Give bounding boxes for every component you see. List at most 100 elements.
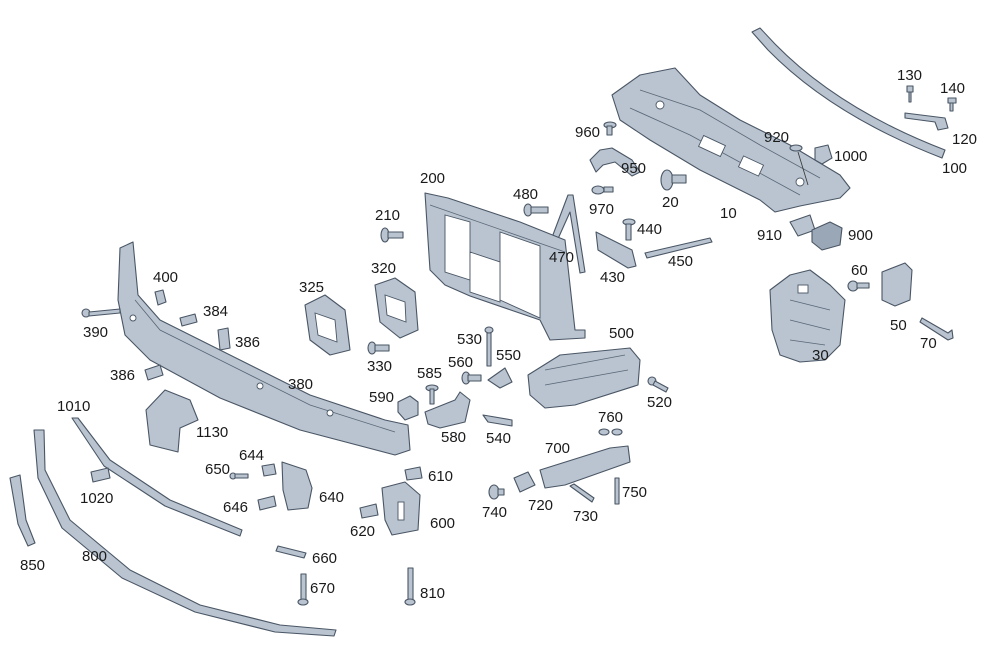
label-430: 430 xyxy=(600,269,625,286)
part-750-bolt[interactable] xyxy=(614,477,620,505)
part-910-bracket[interactable] xyxy=(789,214,816,237)
part-660-strip[interactable] xyxy=(275,545,307,559)
label-960: 960 xyxy=(575,124,600,141)
label-390: 390 xyxy=(83,324,108,341)
part-1020-sleeve[interactable] xyxy=(90,467,111,483)
label-210: 210 xyxy=(375,207,400,224)
part-70-bolt[interactable] xyxy=(919,317,954,341)
part-120-bracket[interactable] xyxy=(904,112,949,131)
label-320: 320 xyxy=(371,260,396,277)
part-600-bracket[interactable] xyxy=(381,481,421,536)
label-610: 610 xyxy=(428,468,453,485)
label-670: 670 xyxy=(310,580,335,597)
part-100-upper-rail[interactable] xyxy=(751,27,946,159)
label-920: 920 xyxy=(764,129,789,146)
part-970-fastener[interactable] xyxy=(591,185,614,195)
label-800: 800 xyxy=(82,548,107,565)
part-130-bolt[interactable] xyxy=(906,85,914,103)
label-100: 100 xyxy=(942,160,967,177)
part-390-bolt[interactable] xyxy=(81,308,121,318)
part-325-bracket[interactable] xyxy=(304,294,351,356)
label-540: 540 xyxy=(486,430,511,447)
label-720: 720 xyxy=(528,497,553,514)
part-560-bolt[interactable] xyxy=(461,371,482,385)
label-620: 620 xyxy=(350,523,375,540)
part-590-module[interactable] xyxy=(397,395,419,421)
part-720-clip[interactable] xyxy=(513,471,536,493)
part-20-clip[interactable] xyxy=(660,169,687,191)
label-560: 560 xyxy=(448,354,473,371)
part-730-bolt[interactable] xyxy=(569,483,595,503)
part-1130-bracket[interactable] xyxy=(145,389,199,453)
label-30: 30 xyxy=(812,347,829,364)
label-50: 50 xyxy=(890,317,907,334)
part-10-carrier-panel[interactable] xyxy=(611,67,851,213)
part-400-cap[interactable] xyxy=(154,289,167,306)
part-60-bolt[interactable] xyxy=(847,280,870,292)
part-620-sleeve[interactable] xyxy=(359,503,379,519)
part-1000-clip[interactable] xyxy=(814,144,833,165)
part-430-bracket[interactable] xyxy=(595,231,637,269)
label-140: 140 xyxy=(940,80,965,97)
part-50-bracket[interactable] xyxy=(881,262,913,307)
label-60: 60 xyxy=(851,262,868,279)
label-130: 130 xyxy=(897,67,922,84)
label-386-upper: 386 xyxy=(235,334,260,351)
part-920-stud[interactable] xyxy=(789,144,809,186)
part-810-bolt[interactable] xyxy=(404,567,416,606)
part-450-rod[interactable] xyxy=(644,237,713,259)
part-700-bracket[interactable] xyxy=(539,445,631,489)
label-386-lower: 386 xyxy=(110,367,135,384)
label-384: 384 xyxy=(203,303,228,320)
part-30-bracket-assembly[interactable] xyxy=(769,269,846,363)
label-585: 585 xyxy=(417,365,442,382)
part-386-sleeve-upper[interactable] xyxy=(217,327,231,351)
part-200-front-frame[interactable] xyxy=(424,192,586,341)
label-740: 740 xyxy=(482,504,507,521)
part-650-bolt[interactable] xyxy=(229,472,249,480)
part-520-bolt[interactable] xyxy=(647,376,669,393)
part-480-bolt[interactable] xyxy=(523,203,549,217)
part-900-sensor[interactable] xyxy=(811,221,843,251)
part-740-bolt[interactable] xyxy=(488,484,505,500)
part-640-plate[interactable] xyxy=(281,461,313,511)
label-1130: 1130 xyxy=(196,424,228,441)
part-760-fastener[interactable] xyxy=(598,428,623,436)
part-610-sleeve[interactable] xyxy=(404,466,423,481)
part-330-bolt[interactable] xyxy=(367,341,390,355)
label-550: 550 xyxy=(496,347,521,364)
part-585-bolt[interactable] xyxy=(425,384,439,405)
label-470: 470 xyxy=(549,249,574,266)
part-440-bolt[interactable] xyxy=(622,218,636,241)
label-200: 200 xyxy=(420,170,445,187)
part-320-bracket[interactable] xyxy=(374,277,419,339)
part-580-bracket[interactable] xyxy=(424,391,471,429)
label-970: 970 xyxy=(589,201,614,218)
part-140-bolt[interactable] xyxy=(947,97,957,112)
label-1020: 1020 xyxy=(80,490,113,507)
part-646-sleeve[interactable] xyxy=(257,495,277,511)
label-10: 10 xyxy=(720,205,737,222)
part-384-sleeve[interactable] xyxy=(179,313,198,327)
part-960-fastener[interactable] xyxy=(603,121,617,136)
part-850-trim[interactable] xyxy=(9,474,36,547)
part-1010-lower-rail[interactable] xyxy=(71,417,243,537)
part-530-bolt[interactable] xyxy=(484,326,494,367)
part-670-bolt[interactable] xyxy=(297,573,309,606)
label-380: 380 xyxy=(288,376,313,393)
part-380-bumper-beam[interactable] xyxy=(117,241,411,456)
part-950-bracket[interactable] xyxy=(589,147,641,177)
part-540-plate[interactable] xyxy=(482,414,513,427)
part-644-sleeve[interactable] xyxy=(261,463,277,477)
label-900: 900 xyxy=(848,227,873,244)
label-950: 950 xyxy=(621,160,646,177)
label-760: 760 xyxy=(598,409,623,426)
label-330: 330 xyxy=(367,358,392,375)
part-500-absorber-housing[interactable] xyxy=(527,347,641,409)
part-550-bracket[interactable] xyxy=(487,367,513,389)
part-210-bolt[interactable] xyxy=(380,227,404,243)
part-800-lower-rail[interactable] xyxy=(33,429,337,637)
part-386-sleeve-lower[interactable] xyxy=(144,364,164,381)
label-850: 850 xyxy=(20,557,45,574)
